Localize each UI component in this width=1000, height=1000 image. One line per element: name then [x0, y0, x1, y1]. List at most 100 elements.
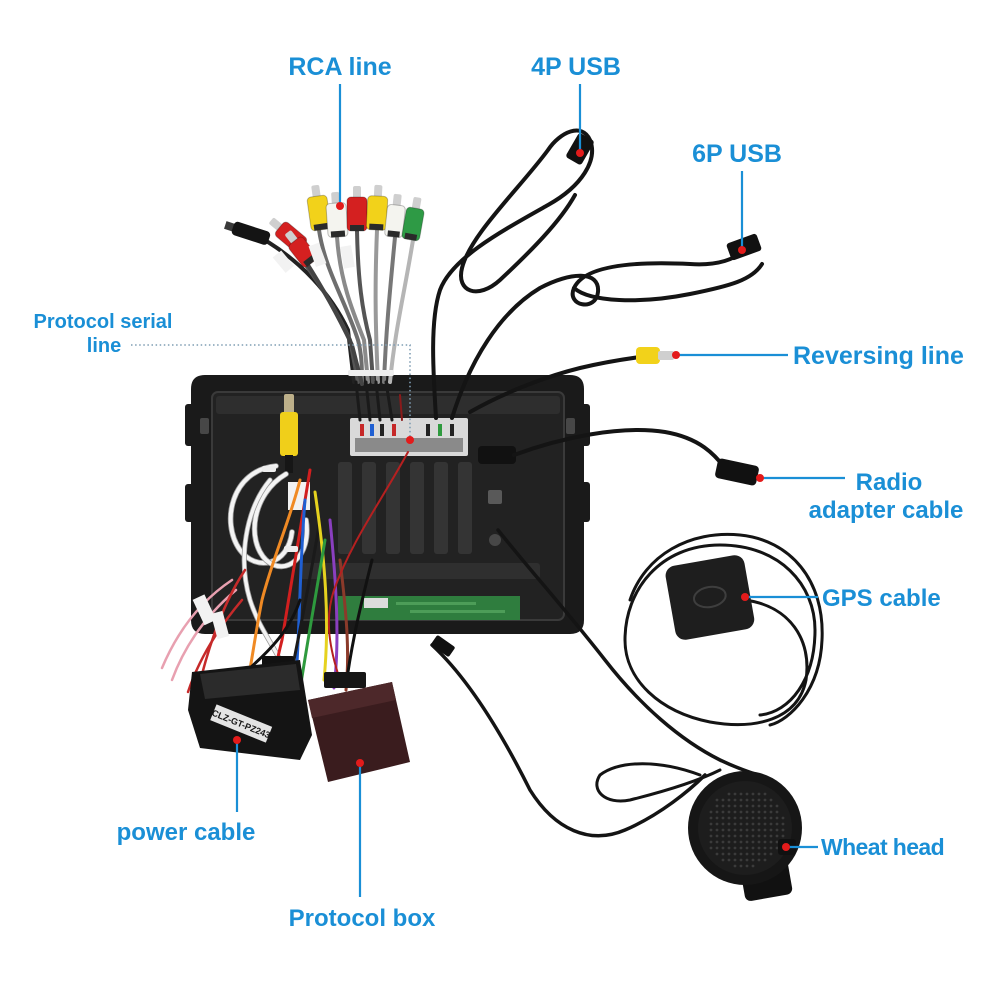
grille-hole	[769, 798, 773, 802]
connector-pin	[370, 424, 374, 436]
grille-hole	[769, 828, 773, 832]
grille-hole	[775, 822, 779, 826]
grille-hole	[733, 822, 737, 826]
unit-lower-cable	[496, 528, 774, 782]
rca-plug	[384, 193, 406, 238]
wire-tag	[272, 250, 295, 273]
radio-adapter-assembly	[478, 428, 759, 486]
rca-plug-collar	[387, 230, 400, 238]
callout-protocol-box: Protocol box	[289, 759, 436, 932]
grille-hole	[763, 816, 767, 820]
grille-hole	[781, 822, 785, 826]
rca-wire-bundle	[266, 228, 415, 422]
black-wire	[248, 598, 302, 670]
grille-hole	[721, 828, 725, 832]
grille-hole	[751, 834, 755, 838]
grille-hole	[745, 792, 749, 796]
grille-hole	[709, 810, 713, 814]
rca-wire	[373, 228, 380, 384]
grille-hole	[721, 834, 725, 838]
rca-plug-collar	[350, 225, 364, 231]
head-unit	[185, 375, 590, 634]
pcb-trace	[410, 610, 505, 613]
sticker-background	[210, 704, 273, 743]
grille-hole	[727, 810, 731, 814]
callout-6p-usb: 6P USB	[692, 140, 782, 254]
connector-socket	[355, 438, 463, 452]
grille-hole	[733, 846, 737, 850]
grille-hole	[739, 840, 743, 844]
wire-tag	[192, 594, 217, 626]
callout-wheat-head: Wheat head	[782, 834, 945, 860]
grille-hole	[733, 828, 737, 832]
callout-reversing-line: Reversing line	[672, 342, 964, 370]
grille-hole	[769, 816, 773, 820]
bundle-wire	[399, 394, 403, 421]
grille-hole	[763, 840, 767, 844]
pointer-dot	[336, 202, 344, 210]
reversing-cable	[468, 355, 642, 414]
rca-plug	[365, 184, 389, 231]
grille-hole	[745, 840, 749, 844]
rca-wire	[355, 229, 375, 384]
cable-tie	[284, 546, 298, 552]
label-power-cable: power cable	[117, 819, 256, 846]
label-reversing-line: Reversing line	[793, 342, 964, 370]
grille-hole	[727, 816, 731, 820]
grille-hole	[745, 798, 749, 802]
label-radio-adapter-cable-1: Radio	[856, 469, 923, 496]
grille-hole	[745, 828, 749, 832]
power-harness-wires	[160, 451, 409, 694]
grille-hole	[709, 846, 713, 850]
pointer-dot	[356, 759, 364, 767]
rca-plug-tip	[392, 193, 402, 208]
protocol-box	[308, 672, 410, 782]
grille-hole	[721, 798, 725, 802]
grille-hole	[763, 810, 767, 814]
vent-rib	[410, 462, 424, 554]
grille-hole	[715, 828, 719, 832]
grille-hole	[721, 810, 725, 814]
grille-hole	[751, 864, 755, 868]
grille-hole	[733, 858, 737, 862]
grille-hole	[769, 852, 773, 856]
grille-hole	[745, 822, 749, 826]
grille-hole	[745, 816, 749, 820]
usb-4p-cable	[431, 128, 594, 420]
gps-antenna-body	[665, 555, 755, 640]
rca-plug	[346, 186, 368, 232]
pcb-board	[338, 596, 520, 620]
gps-antenna	[665, 555, 755, 640]
rca-plug-collar	[404, 232, 418, 241]
rca-cable	[285, 455, 293, 473]
grille-hole	[757, 852, 761, 856]
grille-hole	[721, 858, 725, 862]
grille-hole	[715, 834, 719, 838]
grille-hole	[775, 828, 779, 832]
callout-gps-cable: GPS cable	[741, 585, 941, 612]
grille-hole	[781, 828, 785, 832]
mic-cable	[430, 643, 707, 838]
grille-hole	[739, 792, 743, 796]
rca-wire	[335, 235, 370, 384]
cable-tie	[262, 466, 276, 472]
grille-hole	[739, 846, 743, 850]
grille-hole	[769, 810, 773, 814]
grille-hole	[757, 816, 761, 820]
grille-hole	[733, 834, 737, 838]
grille-hole	[715, 798, 719, 802]
rca-plug-collar	[369, 223, 384, 231]
pcb-trace	[396, 602, 476, 605]
grille-hole	[733, 798, 737, 802]
grille-hole	[769, 834, 773, 838]
radio-adapter-connector	[715, 458, 759, 486]
wire-tag	[340, 245, 355, 269]
lower-slot	[300, 563, 540, 579]
grille-hole	[751, 852, 755, 856]
grille-hole	[757, 828, 761, 832]
callout-protocol-serial-line: Protocol serial line	[34, 311, 414, 444]
vent-rib	[434, 462, 448, 554]
grille-hole	[751, 792, 755, 796]
grille-hole	[775, 846, 779, 850]
rca-metal-tip	[284, 394, 294, 414]
